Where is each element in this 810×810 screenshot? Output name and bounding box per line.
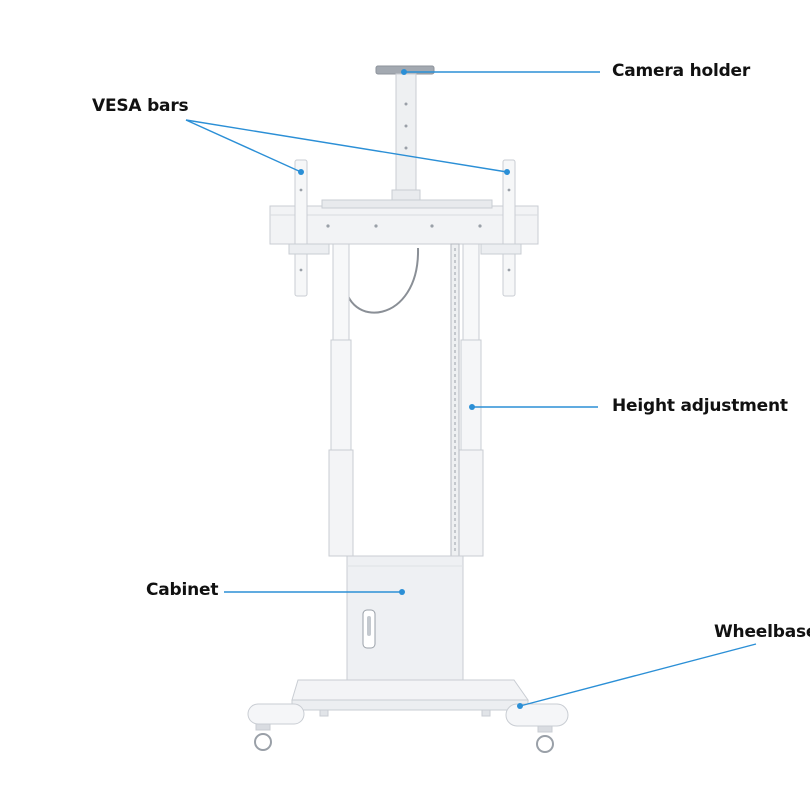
columns: [328, 243, 484, 557]
camera-holder-part: [375, 65, 435, 201]
label-height-adjustment: Height adjustment: [612, 396, 788, 416]
cable: [344, 247, 420, 314]
label-wheelbase: Wheelbase: [714, 622, 810, 642]
label-camera-holder: Camera holder: [612, 61, 751, 81]
callout-dot-vesa-left: [298, 169, 304, 175]
mount-head: [269, 199, 539, 245]
callout-line-vesa-right: [185, 119, 508, 173]
callout-dot-cabinet: [399, 589, 405, 595]
callout-line-vesa-left: [185, 119, 302, 173]
wheelbase-part: [247, 679, 569, 727]
callout-dot-vesa-right: [504, 169, 510, 175]
label-cabinet: Cabinet: [146, 580, 219, 600]
callouts: [185, 69, 757, 709]
label-vesa-bars: VESA bars: [92, 96, 189, 116]
cabinet-part: [346, 555, 464, 695]
vesa-bar-part: [288, 159, 522, 297]
height-chain-part: [450, 243, 460, 557]
callout-line-wheelbase: [519, 643, 757, 707]
callout-dot-wheelbase: [517, 703, 523, 709]
tv-stand: [247, 65, 569, 753]
callout-dot-height-adjustment: [469, 404, 475, 410]
callout-dot-camera-holder: [401, 69, 407, 75]
caster-icon: [254, 723, 554, 753]
